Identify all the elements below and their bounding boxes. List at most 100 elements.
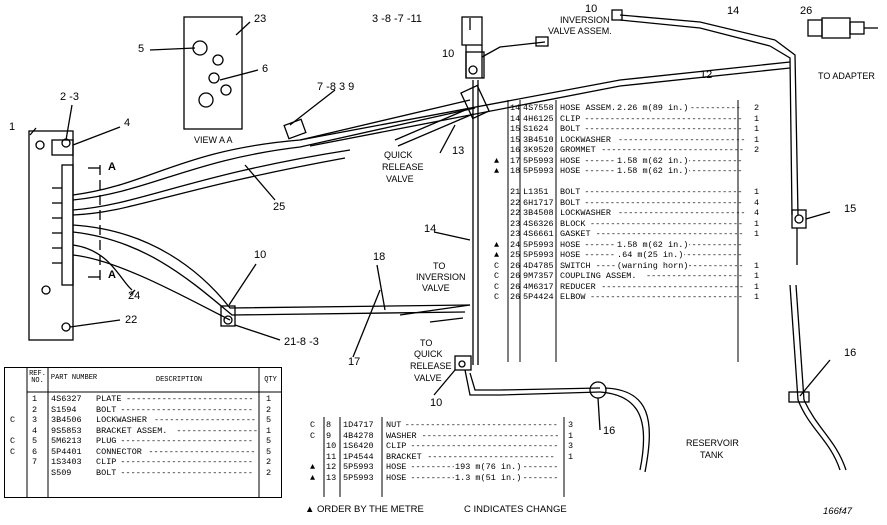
description: HOSE [386, 462, 407, 472]
order-note: ▲ ORDER BY THE METRE [305, 504, 424, 515]
quantity: 4 [754, 208, 760, 218]
change-flag: C [10, 415, 16, 425]
description: HOSE [386, 472, 407, 483]
callout-26: 26 [800, 5, 813, 17]
quantity: 5 [266, 415, 272, 425]
length-note: 1.58 m(62 in.) [616, 166, 690, 177]
change-flag: C [494, 271, 500, 281]
description: NUT [386, 420, 402, 430]
header-desc: DESCRIPTION [155, 376, 203, 384]
part-number: 5P5993 [523, 239, 554, 250]
leader-dots: -------------------------- [120, 457, 254, 467]
description: LOCKWASHER [560, 208, 612, 218]
part-number: 3B4508 [523, 208, 554, 218]
callout-6: 6 [262, 63, 269, 75]
description: BLOCK [560, 218, 586, 229]
leader-dots: ---------------- [176, 425, 259, 436]
part-number: 9S5853 [51, 425, 82, 436]
description: BRACKET [386, 451, 422, 462]
description: CLIP [386, 441, 407, 451]
leader-dots: -------------------------- [120, 467, 254, 478]
part-number: 1S3403 [51, 457, 82, 467]
ref-number: 24 [510, 239, 521, 250]
description: HOSE [560, 250, 581, 260]
ref-number: 13 [326, 472, 337, 483]
ref-number: 23 [510, 218, 521, 229]
part-number: 1P4544 [343, 451, 374, 462]
to-quick-label-4: VALVE [414, 373, 442, 383]
inversion-valve-label-1: INVERSION [560, 15, 610, 25]
plate-hole-lower [61, 322, 71, 332]
quantity: 2 [754, 145, 760, 155]
callout-24: 24 [128, 290, 141, 302]
change-flag: C [10, 436, 16, 446]
callout-7-8-3-9: 7 -8 3 9 [317, 81, 355, 93]
drawing-code: 166f47 [823, 506, 853, 517]
description: GROMMET [560, 145, 596, 155]
part-number: 5P5993 [523, 155, 554, 166]
leader-dots: ----------------------------- [410, 441, 559, 451]
leader-dots: ------------------------------- [584, 197, 743, 208]
quantity: 1 [754, 113, 760, 124]
view-aa-label: VIEW A A [194, 135, 233, 145]
ref-number: 1 [32, 394, 38, 404]
view-aa-box [183, 16, 243, 130]
ref-number: 22 [510, 197, 521, 208]
callout-10-top: 10 [442, 48, 455, 60]
callout-17: 17 [348, 356, 361, 368]
description: LOCKWASHER [560, 134, 612, 145]
change-note: C INDICATES CHANGE [464, 504, 567, 515]
part-number: 4S6327 [51, 394, 82, 404]
part-number: S509 [51, 467, 72, 478]
ref-number: 21 [510, 187, 521, 197]
callout-25: 25 [273, 201, 286, 213]
length-note: 1.58 m(62 in.) [616, 155, 690, 166]
description: COUPLING ASSEM. [560, 271, 637, 281]
leader-dots: ------------------------------- [584, 187, 743, 197]
ref-number: 8 [326, 420, 332, 430]
description: CONNECTOR [96, 446, 142, 457]
description: BOLT [96, 404, 117, 415]
leader-dots: ------------------- [646, 271, 743, 281]
part-number: S1594 [51, 404, 77, 415]
mounting-plate [28, 130, 74, 341]
part-number: 4D4785 [523, 260, 554, 271]
ref-number: 18 [510, 166, 521, 176]
leader-dots: --------------------- [148, 446, 256, 457]
description: ELBOW [560, 292, 586, 302]
leader-dots: ------------------------- [618, 208, 746, 218]
ref-number: 23 [510, 229, 521, 239]
quantity: 1 [266, 394, 272, 404]
ref-number: 15 [510, 134, 521, 145]
callout-10-inversion: 10 [585, 3, 598, 15]
quantity: 1 [754, 281, 760, 292]
callout-16-right: 16 [844, 347, 857, 359]
to-adapter-label: TO ADAPTER [818, 71, 875, 81]
header-ref: REF. NO. [29, 370, 46, 385]
reservoir-label-2: TANK [700, 450, 724, 460]
description: CLIP [560, 113, 581, 124]
to-inversion-label-3: VALVE [422, 283, 450, 293]
leader-dots: ------------------------------ [590, 218, 744, 229]
quantity: 1 [754, 124, 760, 134]
leader-dots: ------------------------------ [404, 420, 558, 430]
part-number: 3K9520 [523, 145, 554, 155]
quantity: 4 [754, 197, 760, 208]
